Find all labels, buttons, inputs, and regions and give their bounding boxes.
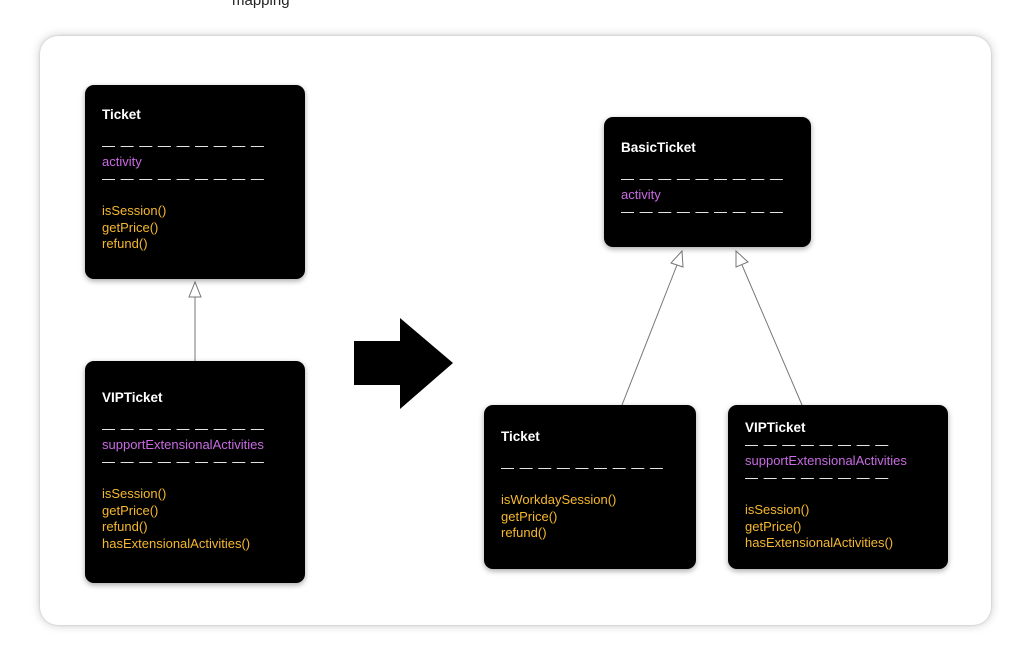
class-title: BasicTicket	[621, 140, 696, 155]
separator: — — — — — — — —	[745, 469, 890, 485]
method: hasExtensionalActivities()	[102, 535, 251, 551]
separator: — — — — — — — — —	[102, 137, 265, 153]
attribute: supportExtensionalActivities	[745, 453, 907, 468]
method: refund()	[102, 236, 148, 251]
attribute: activity	[102, 154, 142, 169]
attribute: activity	[621, 187, 661, 202]
class-box-left-ticket: Ticket — — — — — — — — — activity — — — …	[85, 85, 305, 279]
class-box-right-basicticket: BasicTicket — — — — — — — — — activity —…	[604, 117, 811, 247]
method: getPrice()	[501, 508, 558, 524]
method: hasExtensionalActivities()	[745, 535, 894, 550]
transform-arrow	[354, 318, 453, 409]
class-box-right-ticket: Ticket — — — — — — — — — isWorkdaySessio…	[484, 405, 696, 569]
class-box-right-vipticket: VIPTicket — — — — — — — — supportExtensi…	[728, 405, 948, 569]
header-text: mapping	[232, 0, 290, 9]
separator: — — — — — — — — —	[102, 170, 265, 186]
class-title: VIPTicket	[745, 420, 806, 435]
method: getPrice()	[745, 518, 802, 534]
separator: — — — — — — — —	[745, 436, 890, 452]
separator: — — — — — — — — —	[501, 459, 664, 475]
separator: — — — — — — — — —	[621, 203, 784, 219]
method: isSession()	[745, 502, 810, 517]
method: isWorkdaySession()	[501, 492, 617, 507]
separator: — — — — — — — — —	[102, 420, 265, 436]
class-title: VIPTicket	[102, 390, 163, 405]
method: refund()	[102, 519, 148, 534]
method: refund()	[501, 525, 547, 540]
method: getPrice()	[102, 219, 159, 235]
method: getPrice()	[102, 502, 159, 518]
class-title: Ticket	[102, 107, 141, 122]
separator: — — — — — — — — —	[621, 170, 784, 186]
class-title: Ticket	[501, 429, 540, 444]
class-box-left-vipticket: VIPTicket — — — — — — — — — supportExten…	[85, 361, 305, 583]
attribute: supportExtensionalActivities	[102, 437, 264, 452]
method: isSession()	[102, 486, 167, 501]
method: isSession()	[102, 203, 167, 218]
separator: — — — — — — — — —	[102, 453, 265, 469]
